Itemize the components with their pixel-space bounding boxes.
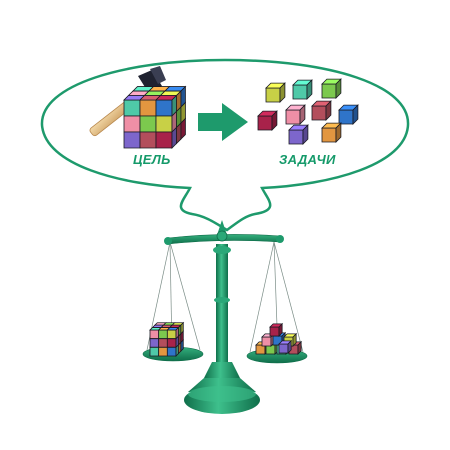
cube-facet xyxy=(180,339,184,353)
cube-facet xyxy=(149,338,160,348)
small-cube-icon xyxy=(257,110,278,131)
cube-facet xyxy=(139,99,157,117)
cube-facet xyxy=(155,131,173,149)
cube-facet xyxy=(123,99,141,117)
cube-facet xyxy=(139,131,157,149)
cube-facet xyxy=(158,338,168,348)
cube-facet xyxy=(158,329,168,340)
small-cube-icon xyxy=(265,82,286,103)
small-cube-icon xyxy=(288,124,309,145)
cube-facet xyxy=(166,329,177,340)
arrow-right-icon xyxy=(198,103,248,141)
small-cube-icon xyxy=(292,79,313,100)
rubiks-cube-icon xyxy=(123,85,187,149)
cube-facet xyxy=(123,115,141,133)
cube-facet xyxy=(139,115,157,133)
small-cube-icon xyxy=(255,322,303,355)
thought-bubble xyxy=(40,58,410,232)
small-cube-icon xyxy=(321,78,342,99)
small-cube-icon xyxy=(338,104,359,125)
cube-facet xyxy=(123,131,141,149)
balance-scale-icon xyxy=(142,220,308,414)
cube-facet xyxy=(149,346,160,357)
cube-facet xyxy=(166,346,177,357)
cube-facet xyxy=(155,99,173,117)
cube-facet xyxy=(180,117,186,141)
small-cube-icon xyxy=(311,100,332,121)
goal-label: ЦЕЛЬ xyxy=(133,152,171,167)
small-cube-icon xyxy=(278,339,293,354)
small-cube-icon xyxy=(269,322,284,337)
small-cube-icon xyxy=(321,122,342,143)
cube-facet xyxy=(155,115,173,133)
small-cube-icon xyxy=(285,104,306,125)
task-cubes xyxy=(257,78,359,145)
cube-facet xyxy=(149,329,160,340)
tasks-label: ЗАДАЧИ xyxy=(279,152,336,167)
cube-facet xyxy=(166,338,177,348)
cube-facet xyxy=(158,346,168,357)
rubiks-cube-icon xyxy=(149,321,185,357)
